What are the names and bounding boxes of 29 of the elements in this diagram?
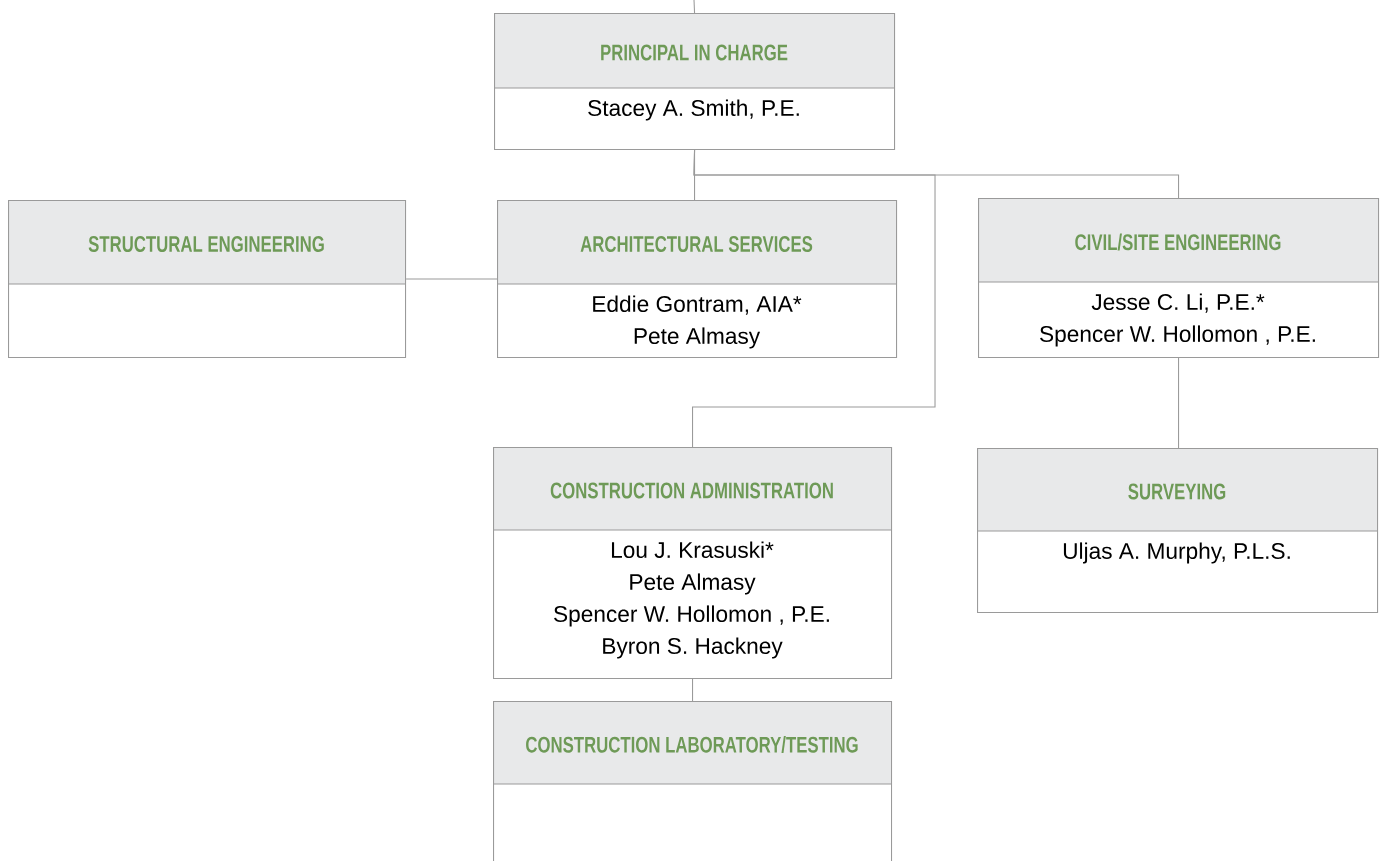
connector-line	[693, 0, 696, 14]
box-heading: ARCHITECTURAL SERVICES	[580, 236, 813, 253]
name-text: Eddie Gontram, AIA*	[593, 295, 802, 315]
name-text: Uljas A. Murphy, P.L.S.	[1063, 542, 1290, 564]
box-heading: SURVEYING	[1128, 483, 1226, 500]
org-box	[7, 200, 407, 359]
name-text: Lou J. Krasuski*	[612, 541, 774, 559]
org-box	[977, 198, 1380, 359]
name-text: Stacey A. Smith, P.E.	[588, 99, 799, 121]
connector-line	[1178, 357, 1180, 449]
org-box	[496, 200, 898, 359]
name-text: Byron S. Hackney	[603, 637, 783, 659]
org-box	[976, 448, 1379, 614]
org-box	[492, 447, 893, 680]
name-text: Pete Almasy	[630, 573, 756, 595]
box-heading: PRINCIPAL IN CHARGE	[601, 44, 788, 61]
connector-line	[692, 149, 936, 448]
connector-line	[692, 678, 694, 702]
box-heading: STRUCTURAL ENGINEERING	[88, 236, 324, 253]
box-heading: CIVIL/SITE ENGINEERING	[1075, 233, 1281, 251]
name-text: Jesse C. Li, P.E.*	[1091, 293, 1265, 313]
name-text: Pete Almasy	[634, 327, 761, 349]
org-box	[493, 13, 896, 151]
name-text: Spencer W. Hollomon , P.E.	[1040, 325, 1315, 347]
name-text: Spencer W. Hollomon , P.E.	[554, 605, 829, 627]
box-heading: CONSTRUCTION ADMINISTRATION	[550, 482, 833, 499]
connector-line	[405, 278, 498, 280]
org-box	[492, 701, 893, 861]
box-heading: CONSTRUCTION LABORATORY/TESTING	[526, 736, 858, 753]
